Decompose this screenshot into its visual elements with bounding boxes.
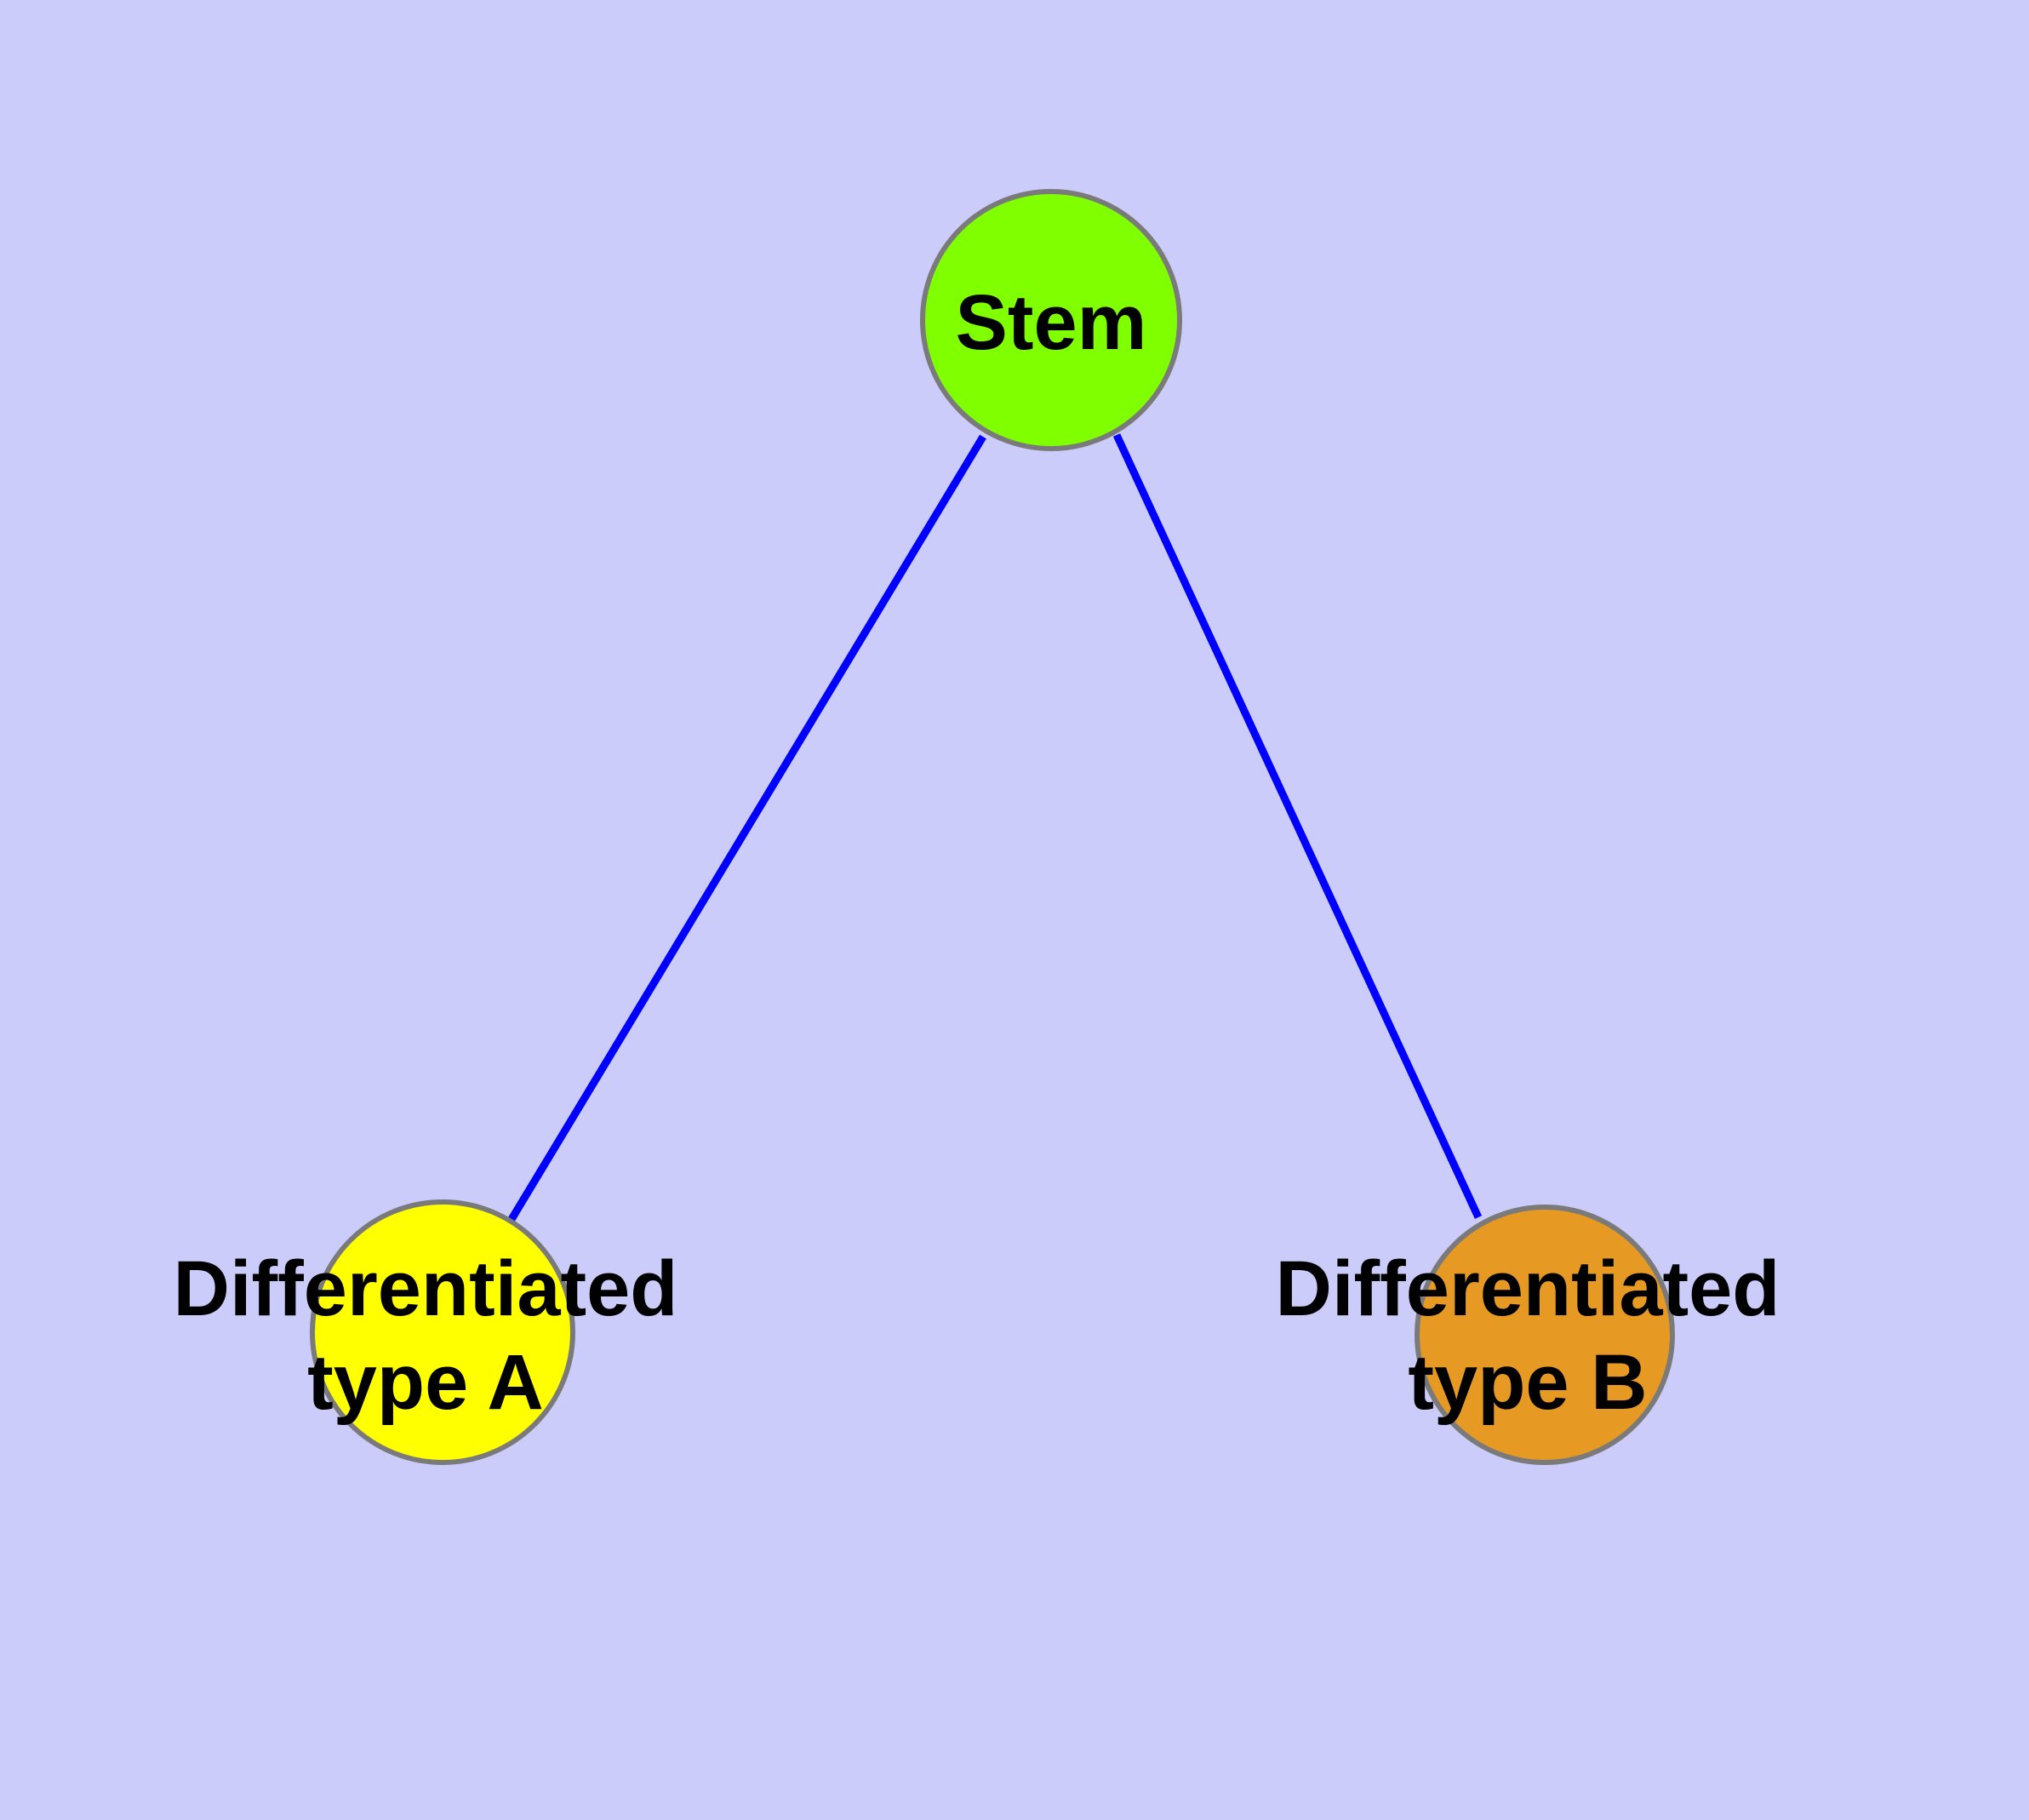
edge-stem-to-differentiated-type-b[interactable]	[1112, 433, 1483, 1219]
node-stem-label: Stem	[956, 279, 1147, 366]
node-group	[310, 189, 1675, 1465]
edge-stem-to-differentiated-type-a[interactable]	[507, 434, 986, 1223]
node-differentiated-type-a[interactable]	[310, 1199, 575, 1465]
node-differentiated-type-b[interactable]	[1415, 1205, 1675, 1465]
node-differentiated-type-b-label-line1: Differentiated	[1276, 1245, 1780, 1332]
node-differentiated-type-b-label-line2: type B	[1408, 1339, 1647, 1426]
node-stem[interactable]	[920, 189, 1182, 451]
node-stem-circle[interactable]	[920, 189, 1182, 451]
node-differentiated-type-a-label-line1: Differentiated	[174, 1245, 678, 1332]
label-group: Stem Differentiated type A Differentiate…	[174, 279, 1780, 1426]
node-differentiated-type-a-label-line2: type A	[307, 1339, 544, 1426]
edge-group	[507, 433, 1483, 1223]
node-differentiated-type-a-circle[interactable]	[310, 1199, 575, 1465]
node-differentiated-type-b-circle[interactable]	[1415, 1205, 1675, 1465]
